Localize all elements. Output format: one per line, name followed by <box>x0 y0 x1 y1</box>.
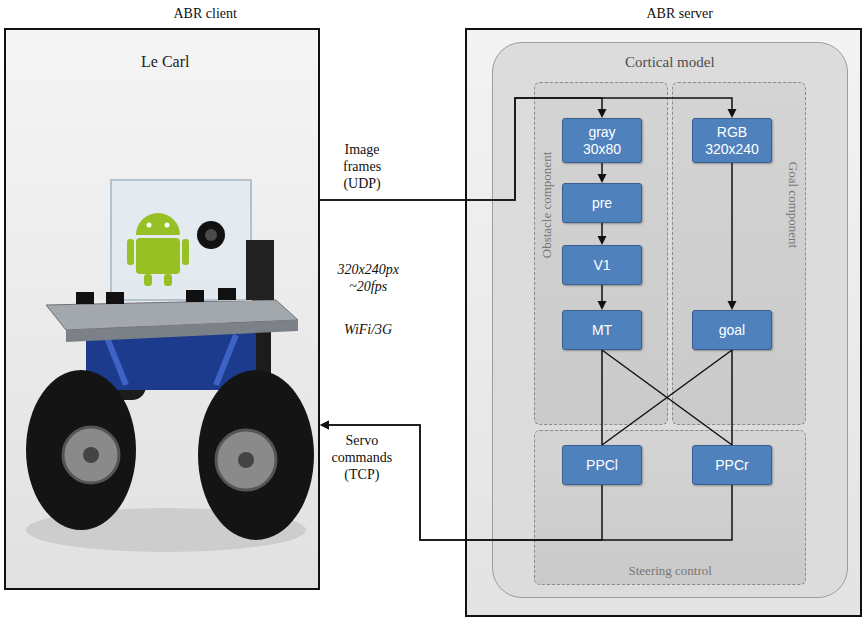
connector <box>732 350 733 445</box>
robot-part <box>144 274 152 286</box>
process-box: V1 <box>562 245 642 285</box>
region-label: Goal component <box>785 162 801 248</box>
arrow-head <box>320 421 329 430</box>
connector-line <box>320 98 732 200</box>
robot-part <box>76 292 94 304</box>
process-box: gray 30x80 <box>562 118 642 163</box>
robot-part <box>63 427 119 483</box>
robot-photo <box>6 30 318 588</box>
robot-part <box>238 452 254 468</box>
box-label: V1 <box>593 257 610 274</box>
arrow-head <box>320 421 329 430</box>
component-region: Obstacle component gray 30x80 preV1MT <box>534 82 668 425</box>
robot-part <box>66 320 298 342</box>
robot-part <box>26 370 136 530</box>
robot-part <box>197 221 225 249</box>
edge-label: Image frames (UDP) <box>343 142 381 192</box>
arrow-head <box>598 109 607 118</box>
region-heading: Cortical model <box>625 54 715 71</box>
connector <box>602 350 732 445</box>
robot-part <box>106 292 124 304</box>
process-box: PPCl <box>562 445 642 485</box>
robot-part <box>147 223 152 228</box>
connector <box>320 98 607 200</box>
connector-line <box>602 350 732 445</box>
connector <box>598 223 607 245</box>
connector <box>320 421 602 541</box>
robot-part <box>6 30 318 588</box>
client-panel: ABR clientLe Carl <box>4 28 320 590</box>
arrow-head <box>728 109 737 118</box>
panel-heading: ABR client <box>174 6 237 22</box>
robot-part <box>246 240 274 300</box>
robot-part <box>186 290 204 302</box>
component-region: Steering control PPCl PPCr <box>534 430 806 585</box>
arrow-head <box>598 174 607 183</box>
robot-part <box>165 223 170 228</box>
box-label: pre <box>592 195 612 212</box>
robot-part <box>127 239 134 265</box>
robot-part <box>136 238 180 274</box>
connector-line <box>601 285 603 302</box>
link-spec: 320x240px ~20fps <box>338 262 399 296</box>
connector-line <box>328 425 602 540</box>
process-box: PPCr <box>692 445 772 485</box>
robot-part <box>205 229 217 241</box>
connector-line <box>602 350 732 445</box>
process-box: MT <box>562 310 642 350</box>
edge-label: Servo commands (TCP) <box>332 433 393 483</box>
arrow-head <box>598 236 607 245</box>
robot-part <box>111 180 251 300</box>
connector <box>320 98 737 200</box>
connector <box>598 163 607 183</box>
robot-part <box>106 335 126 385</box>
box-label: RGB 320x240 <box>701 124 763 158</box>
connector-line <box>320 98 602 200</box>
robot-part <box>83 447 99 463</box>
robot-part <box>198 370 314 540</box>
connector-line <box>731 350 733 445</box>
box-label: PPCl <box>586 457 618 474</box>
region-label: Obstacle component <box>539 152 555 259</box>
photo-caption: Le Carl <box>141 53 189 71</box>
process-box: goal <box>692 310 772 350</box>
model-region: Cortical modelObstacle component gray 30x… <box>492 42 848 598</box>
panel-heading: ABR server <box>647 6 714 22</box>
region-label: Steering control <box>629 563 712 579</box>
process-box: RGB 320x240 <box>692 118 772 163</box>
connector-line <box>731 163 733 302</box>
box-label: goal <box>719 322 745 339</box>
robot-part <box>216 430 276 490</box>
connector <box>320 421 732 541</box>
connector-line <box>601 223 603 237</box>
robot-part <box>164 274 172 286</box>
connector <box>602 350 732 445</box>
connector-line <box>601 350 603 445</box>
connector <box>602 350 603 445</box>
arrow-head <box>598 301 607 310</box>
robot-part <box>218 288 236 300</box>
robot-part <box>182 239 189 265</box>
robot-part <box>136 213 180 235</box>
connector-line <box>328 425 732 540</box>
process-box: pre <box>562 183 642 223</box>
link-spec: WiFi/3G <box>344 322 392 339</box>
connector <box>728 163 737 310</box>
box-label: PPCr <box>715 457 748 474</box>
box-label: gray 30x80 <box>571 124 633 158</box>
connector <box>598 285 607 310</box>
component-region: Goal component RGB 320x240 goal <box>672 82 806 425</box>
server-panel: ABR serverCortical modelObstacle compone… <box>465 28 862 617</box>
arrow-head <box>728 301 737 310</box>
connector-line <box>601 163 603 175</box>
box-label: MT <box>592 322 612 339</box>
